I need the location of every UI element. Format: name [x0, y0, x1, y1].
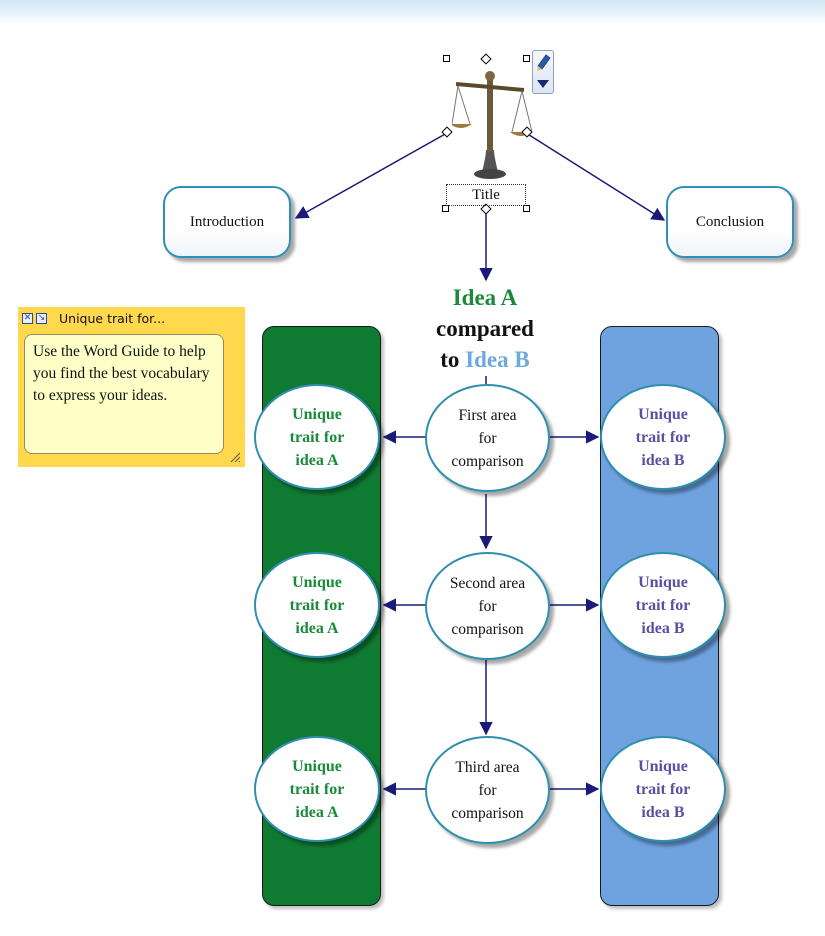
- comparison-area-text: First area for comparison: [451, 406, 524, 470]
- close-icon[interactable]: ✕: [22, 312, 33, 324]
- balance-scale-icon[interactable]: [452, 60, 532, 185]
- resize-handle-top-right[interactable]: [523, 55, 530, 62]
- trait-b-text: Unique trait for idea B: [635, 405, 691, 469]
- heading-compared: compared: [436, 316, 534, 341]
- title-label[interactable]: Title: [446, 184, 526, 206]
- comparison-area-text: Second area for comparison: [449, 574, 526, 638]
- note-header: ✕ ↘ Unique trait for...: [18, 307, 245, 329]
- trait-a-ellipse[interactable]: Unique trait for idea A: [254, 736, 380, 842]
- trait-a-text: Unique trait for idea A: [289, 757, 345, 821]
- introduction-box[interactable]: Introduction: [163, 186, 291, 258]
- conclusion-box[interactable]: Conclusion: [666, 186, 794, 258]
- trait-b-ellipse[interactable]: Unique trait for idea B: [600, 736, 726, 842]
- trait-a-ellipse[interactable]: Unique trait for idea A: [254, 384, 380, 490]
- trait-a-ellipse[interactable]: Unique trait for idea A: [254, 552, 380, 658]
- top-gradient-band: [0, 0, 825, 24]
- trait-a-text: Unique trait for idea A: [289, 573, 345, 637]
- note-text-area[interactable]: Use the Word Guide to help you find the …: [24, 334, 224, 454]
- note-panel[interactable]: ✕ ↘ Unique trait for... Use the Word Gui…: [18, 307, 245, 467]
- edit-pencil-icon[interactable]: [533, 51, 553, 93]
- trait-b-ellipse[interactable]: Unique trait for idea B: [600, 552, 726, 658]
- resize-handle-bottom-right[interactable]: [523, 205, 530, 212]
- heading-to: to: [440, 347, 460, 372]
- trait-a-text: Unique trait for idea A: [289, 405, 345, 469]
- introduction-text: Introduction: [189, 213, 265, 230]
- symbol-mini-toolbar[interactable]: [532, 50, 554, 94]
- resize-handle-bottom-left[interactable]: [442, 205, 449, 212]
- comparison-area-ellipse[interactable]: First area for comparison: [425, 384, 550, 492]
- heading-idea-b: Idea B: [465, 347, 530, 372]
- title-text: Title: [472, 186, 500, 203]
- trait-b-text: Unique trait for idea B: [635, 573, 691, 637]
- link-title-introduction: [294, 132, 448, 219]
- resize-handle-top-left[interactable]: [443, 55, 450, 62]
- comparison-area-text: Third area for comparison: [451, 758, 524, 822]
- resize-note-icon[interactable]: ↘: [36, 312, 47, 324]
- trait-b-ellipse[interactable]: Unique trait for idea B: [600, 384, 726, 490]
- conclusion-text: Conclusion: [695, 213, 765, 230]
- heading-idea-a: Idea A: [452, 285, 518, 310]
- note-title: Unique trait for...: [59, 310, 166, 326]
- comparison-area-ellipse[interactable]: Third area for comparison: [425, 736, 550, 844]
- comparison-area-ellipse[interactable]: Second area for comparison: [425, 552, 550, 660]
- note-text: Use the Word Guide to help you find the …: [33, 343, 210, 404]
- link-title-conclusion: [525, 132, 666, 221]
- dropdown-arrow-icon[interactable]: [537, 80, 549, 88]
- trait-b-text: Unique trait for idea B: [635, 757, 691, 821]
- resize-grip-icon[interactable]: [229, 451, 241, 463]
- comparison-heading[interactable]: Idea A compared to Idea B: [410, 282, 560, 375]
